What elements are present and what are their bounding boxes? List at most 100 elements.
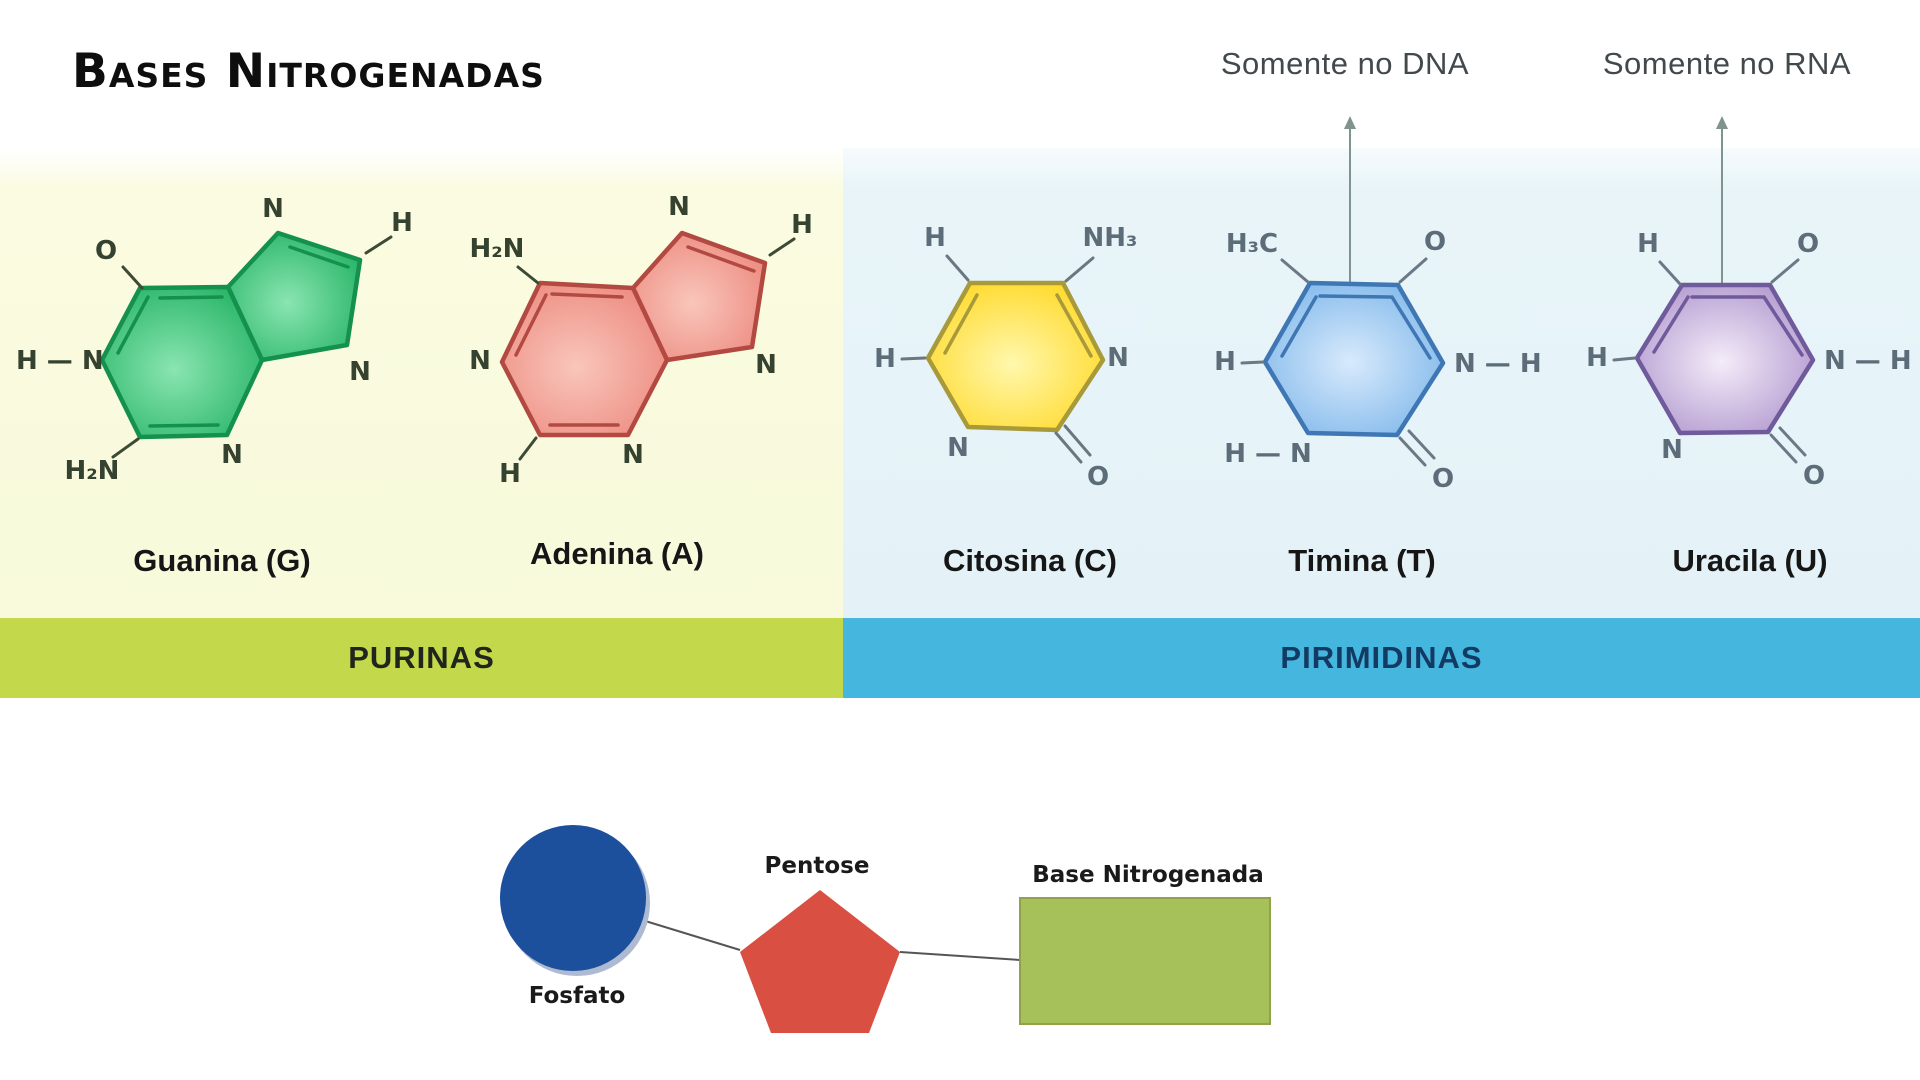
guanina-atoms: O N H H — N N N H₂N xyxy=(16,194,413,486)
fosfato-pentose-link xyxy=(641,919,741,951)
timina-molecule: H₃C O H N — H H — N O xyxy=(1214,227,1542,494)
atom-label: H xyxy=(791,210,813,240)
fosfato-label: Fosfato xyxy=(529,983,626,1009)
atom-label: N — H xyxy=(1824,346,1912,376)
atom-label: NH₃ xyxy=(1083,223,1138,253)
bond xyxy=(516,265,540,285)
caption-timina: Timina (T) xyxy=(1288,543,1436,578)
bond xyxy=(945,254,970,282)
arrow-dna-icon xyxy=(1344,116,1356,284)
uracila-hexagon-ring xyxy=(1634,282,1816,436)
bond xyxy=(1612,356,1637,362)
bond xyxy=(1407,429,1436,460)
bond xyxy=(1240,360,1265,365)
atom-label: H xyxy=(391,208,413,238)
bond xyxy=(116,295,150,355)
bond xyxy=(514,293,548,357)
atom-label: H₂N xyxy=(65,456,120,486)
adenina-hexagon-ring xyxy=(499,280,670,438)
base-nitrogenada-label: Base Nitrogenada xyxy=(1032,862,1264,888)
bond xyxy=(1658,260,1682,286)
guanina-bonds xyxy=(111,235,393,459)
pentose-pentagon xyxy=(740,890,900,1033)
guanina-molecule: O N H H — N N N H₂N xyxy=(16,194,413,486)
uracila-double-bonds xyxy=(1652,295,1804,357)
pirimidinas-bar: PIRIMIDINAS xyxy=(843,618,1920,698)
uracila-atoms: H O H N — H N O xyxy=(1586,229,1912,491)
atom-label: H — N xyxy=(1224,439,1312,469)
purinas-bar: PURINAS xyxy=(0,618,843,698)
adenina-double-bonds xyxy=(514,245,756,427)
guanina-hexagon-ring xyxy=(99,284,265,440)
atom-label: H₃C xyxy=(1226,229,1278,259)
atom-label: H xyxy=(874,344,896,374)
atom-label: N xyxy=(947,433,969,463)
citosina-double-bonds xyxy=(943,293,1093,358)
guanina-double-bonds xyxy=(116,245,350,428)
adenina-molecule: H₂N N H N N N H xyxy=(469,192,813,489)
bond xyxy=(1064,256,1095,283)
bond xyxy=(900,356,927,361)
bond xyxy=(1280,258,1310,284)
adenina-atoms: H₂N N H N N N H xyxy=(469,192,813,489)
bond xyxy=(148,423,220,428)
bond xyxy=(1398,436,1427,467)
bond xyxy=(1063,424,1092,457)
timina-atoms: H₃C O H N — H H — N O xyxy=(1214,227,1542,494)
page-title: Bases Nitrogenadas xyxy=(72,44,545,99)
atom-label: N xyxy=(622,440,644,470)
atom-label: N xyxy=(1107,343,1129,373)
atom-label: N xyxy=(1661,435,1683,465)
bond xyxy=(1318,294,1392,299)
atom-label: N — H xyxy=(1454,349,1542,379)
fosfato-circle xyxy=(500,825,646,971)
bond xyxy=(1762,295,1804,357)
pentose-base-link xyxy=(899,951,1021,961)
nucleotide-diagram: Pentose Base Nitrogenada Fosfato xyxy=(500,825,1271,1033)
adenina-bonds xyxy=(516,237,796,461)
atom-label: H₂N xyxy=(470,234,525,264)
base-nitrogenada-rect xyxy=(1019,897,1271,1025)
atom-label: O xyxy=(1432,464,1454,494)
atom-label: O xyxy=(1803,461,1825,491)
atom-label: N xyxy=(349,357,371,387)
arrow-rna-head xyxy=(1716,116,1728,129)
timina-hexagon-ring xyxy=(1262,280,1446,438)
bond xyxy=(1055,293,1093,358)
caption-uracila: Uracila (U) xyxy=(1672,543,1828,578)
bond xyxy=(518,436,538,461)
bond xyxy=(1770,258,1800,284)
uracila-bonds xyxy=(1612,258,1807,464)
bond xyxy=(943,293,979,355)
atom-label: H xyxy=(1637,229,1659,259)
atom-label: H xyxy=(1214,347,1236,377)
bond xyxy=(158,295,224,300)
timina-bonds xyxy=(1240,257,1436,467)
arrow-rna-icon xyxy=(1716,116,1728,284)
atom-label: O xyxy=(95,236,117,266)
bond xyxy=(288,245,350,269)
bond xyxy=(768,237,796,257)
atom-label: O xyxy=(1087,462,1109,492)
bond xyxy=(686,245,756,273)
arrow-dna-head xyxy=(1344,116,1356,129)
citosina-hexagon-ring xyxy=(925,280,1106,433)
atom-label: H xyxy=(499,459,521,489)
bond xyxy=(550,292,624,299)
atom-label: N xyxy=(262,194,284,224)
bond xyxy=(364,235,393,255)
atom-label: H xyxy=(1586,343,1608,373)
atom-label: H — N xyxy=(16,346,104,376)
citosina-molecule: H NH₃ H N N O xyxy=(874,223,1138,492)
pentose-label: Pentose xyxy=(765,853,870,879)
bond xyxy=(1390,295,1432,360)
caption-adenina: Adenina (A) xyxy=(530,536,704,571)
atom-label: N xyxy=(221,440,243,470)
atom-label: O xyxy=(1424,227,1446,257)
atom-label: N xyxy=(469,346,491,376)
annotation-somente-rna: Somente no RNA xyxy=(1602,46,1852,81)
citosina-bonds xyxy=(900,254,1095,464)
bond xyxy=(111,437,140,459)
bond xyxy=(1778,426,1807,457)
